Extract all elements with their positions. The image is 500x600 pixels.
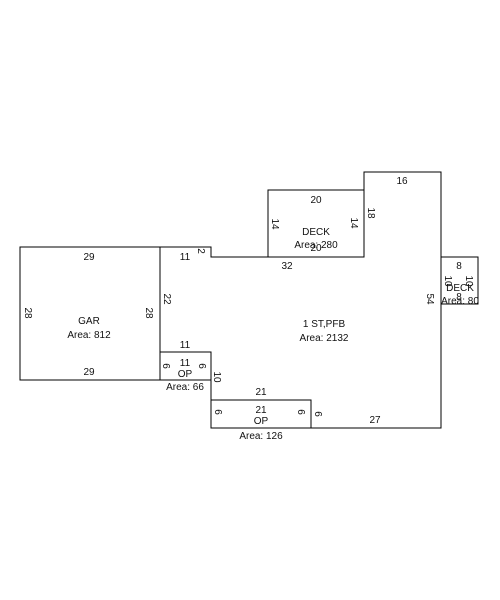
dim-op-bottom-right-6: 6 bbox=[295, 409, 306, 415]
dim-op-bottom-left-6: 6 bbox=[212, 409, 223, 415]
op-small-area: Area: 66 bbox=[166, 382, 204, 393]
dim-gar-bottom-29: 29 bbox=[83, 367, 95, 378]
op-bottom-outline bbox=[210, 399, 312, 429]
op-small-outline bbox=[159, 351, 212, 381]
dim-main-left-22: 22 bbox=[161, 293, 172, 305]
dim-op-bottom-top-21: 21 bbox=[255, 387, 267, 398]
dim-deck-right-bottom-8: 8 bbox=[456, 292, 462, 303]
deck-top-outline bbox=[267, 189, 365, 258]
dim-main-top-11: 11 bbox=[180, 252, 191, 263]
dim-main-top-16: 16 bbox=[396, 176, 408, 187]
dim-gar-top-29: 29 bbox=[83, 252, 95, 263]
deck-right-name: DECK bbox=[446, 283, 474, 294]
garage-area: Area: 812 bbox=[67, 330, 111, 341]
garage-name: GAR bbox=[78, 316, 100, 327]
deck-right-area: Area: 80 bbox=[441, 296, 479, 307]
dim-deck-right-14: 14 bbox=[348, 217, 359, 229]
dim-gar-right-28: 28 bbox=[143, 307, 154, 319]
op-bottom-name: OP bbox=[254, 416, 269, 427]
dim-op-bottom-bottom-21: 21 bbox=[255, 405, 267, 416]
dim-deck-right-left-10: 10 bbox=[442, 275, 453, 287]
garage-outline bbox=[19, 246, 161, 381]
dim-deck-left-14: 14 bbox=[269, 218, 280, 230]
dim-main-top-32: 32 bbox=[281, 261, 293, 272]
dim-deck-top-20: 20 bbox=[310, 195, 322, 206]
dim-op-small-right-6: 6 bbox=[196, 363, 207, 369]
deck-right-outline bbox=[440, 256, 479, 305]
op-bottom-area: Area: 126 bbox=[239, 431, 283, 442]
dim-main-bottom-27: 27 bbox=[369, 415, 381, 426]
dim-deck-bottom-20: 20 bbox=[310, 243, 322, 254]
dim-main-right-54: 54 bbox=[424, 293, 435, 305]
dim-deck-right-top-8: 8 bbox=[456, 261, 462, 272]
dim-op-small-left-6: 6 bbox=[160, 363, 171, 369]
dim-op-small-top-11: 11 bbox=[180, 340, 191, 351]
dim-op-small-bottom-11: 11 bbox=[180, 358, 191, 369]
dim-main-side-18: 18 bbox=[365, 207, 376, 219]
dim-deck-right-right-10: 10 bbox=[463, 275, 474, 287]
deck-top-area: Area: 280 bbox=[294, 240, 338, 251]
dim-main-left-10: 10 bbox=[211, 371, 222, 383]
dim-main-notch-2: 2 bbox=[195, 248, 206, 254]
dim-gar-left-28: 28 bbox=[22, 307, 33, 319]
main-area-value: Area: 2132 bbox=[300, 333, 349, 344]
main-area-name: 1 ST,PFB bbox=[303, 319, 346, 330]
deck-top-name: DECK bbox=[302, 227, 330, 238]
op-small-name: OP bbox=[178, 369, 193, 380]
dim-main-step-6: 6 bbox=[312, 411, 323, 417]
